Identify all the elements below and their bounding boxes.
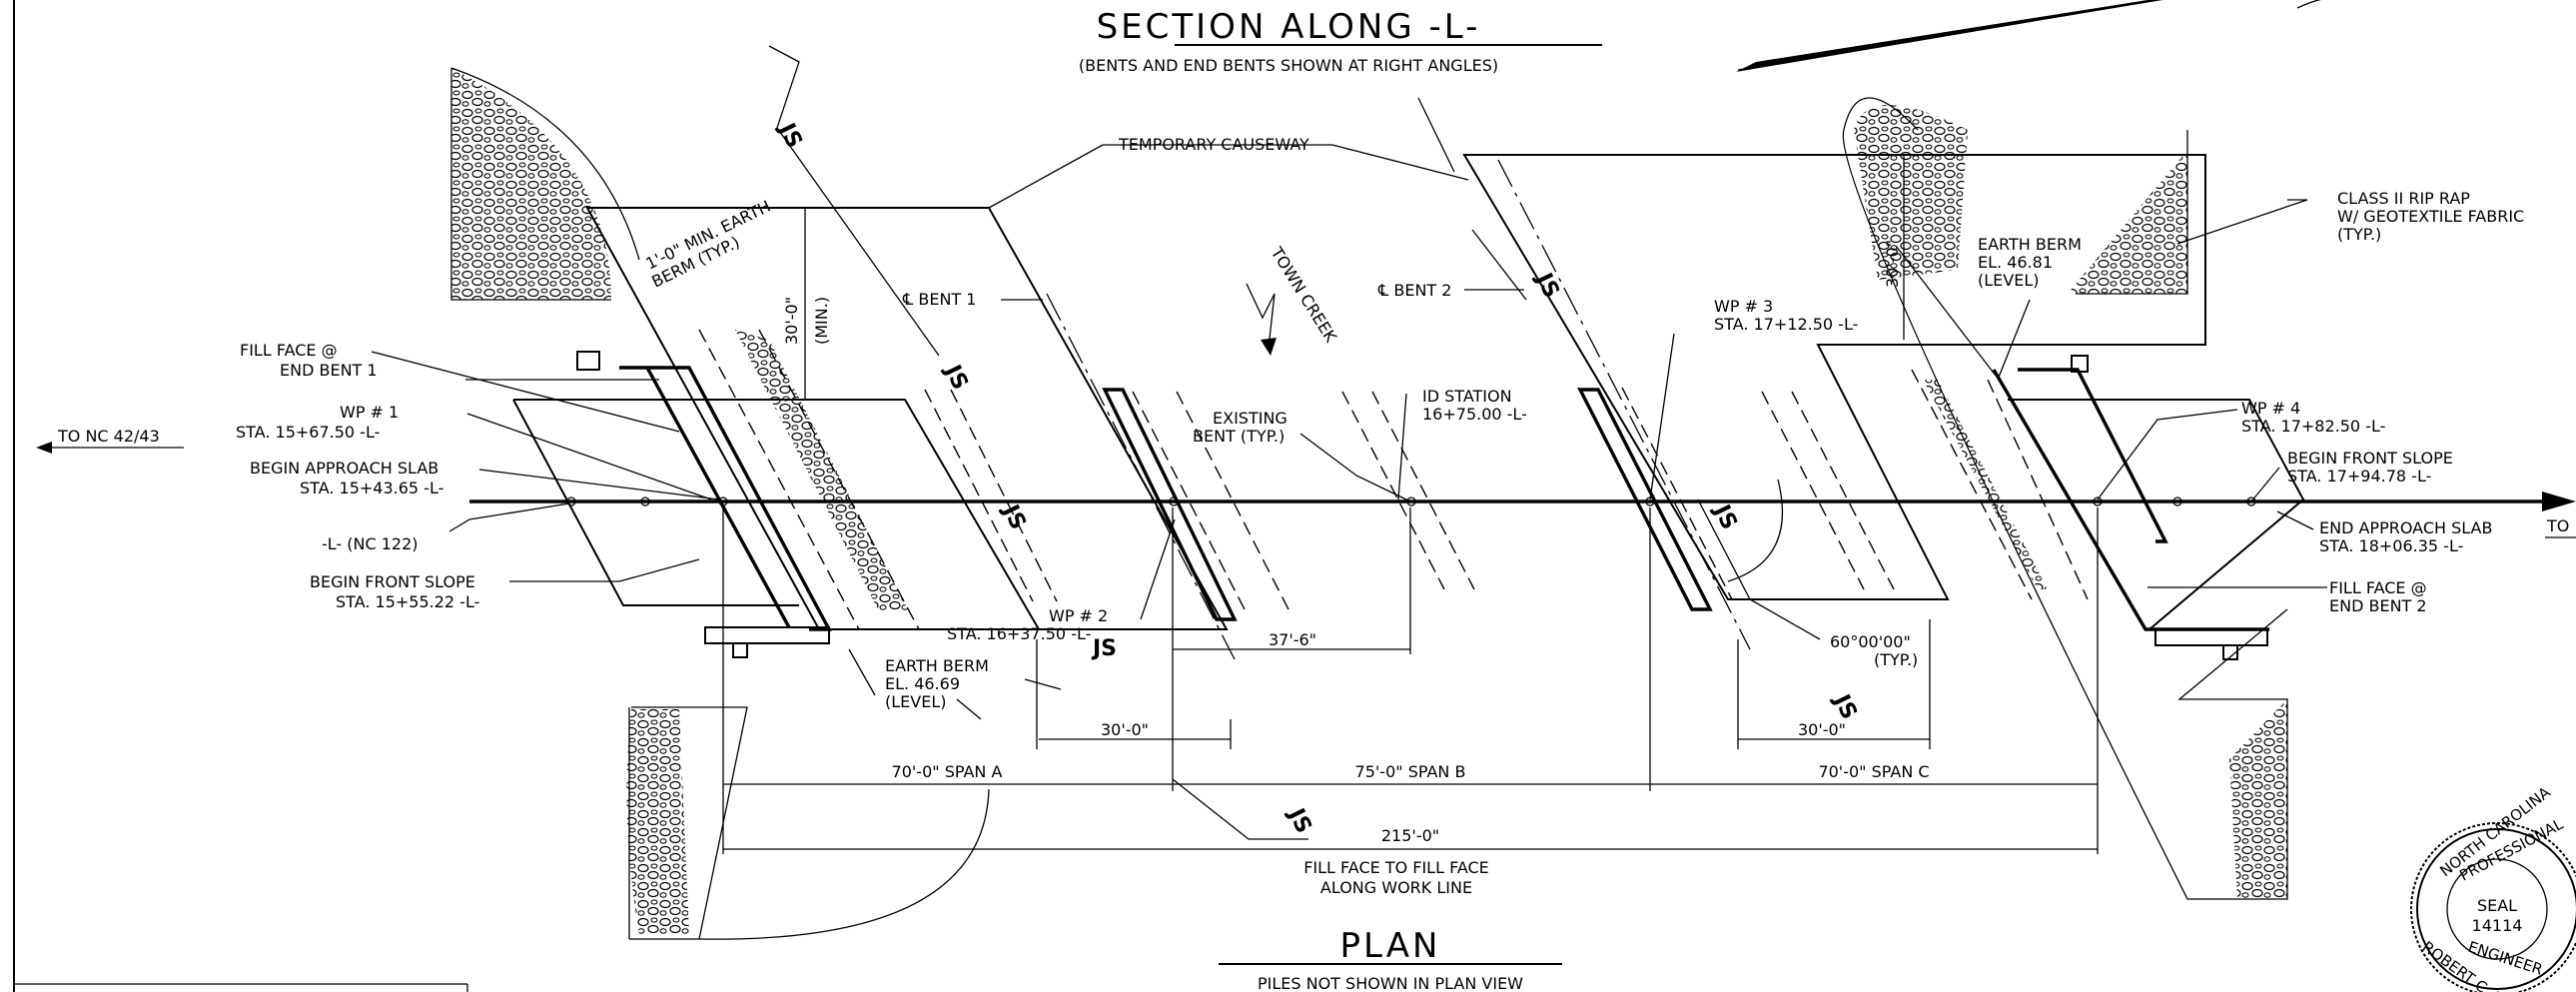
label-cl-bent-1: ℄ BENT 1 [902,290,976,309]
label-earth-berm-r-a: EARTH BERM [1978,235,2082,254]
creek-flow-arrow-icon [1246,283,1276,349]
js-marker: JS [997,499,1031,533]
label-begin-front-slope-r-a: BEGIN FRONT SLOPE [2287,449,2453,468]
section-title-block: SECTION ALONG -L- (BENTS AND END BENTS S… [1079,7,1602,75]
label-dim-30-min-a: 30'-0" [782,297,801,345]
section-title: SECTION ALONG -L- [1097,7,1481,47]
label-temporary-causeway: TEMPORARY CAUSEWAY [1118,135,1309,154]
label-id-station-b: 16+75.00 -L- [1422,405,1527,424]
label-to-right: TO [2546,516,2569,535]
label-angle-a: 60°00'00" [1830,632,1911,651]
label-wp3-b: STA. 17+12.50 -L- [1714,315,1858,334]
label-existing-bent-a: EXISTING [1213,409,1288,428]
labels: TEMPORARY CAUSEWAY 1'-0" MIN. EARTH BERM… [36,135,2576,897]
label-wp3-a: WP # 3 [1714,297,1773,316]
label-town-creek: TOWN CREEK [1267,243,1340,346]
section-note: (BENTS AND END BENTS SHOWN AT RIGHT ANGL… [1079,56,1498,75]
label-earth-berm-r-b: EL. 46.81 [1978,253,2053,272]
plan-title-block: PLAN PILES NOT SHOWN IN PLAN VIEW [1219,926,1562,992]
label-earth-berm-l-b: EL. 46.69 [885,674,960,693]
label-fill-face-1-a: FILL FACE @ [240,341,338,360]
label-earth-berm-l-c: (LEVEL) [885,692,946,711]
js-marker: JS [1828,689,1862,723]
plan-note: PILES NOT SHOWN IN PLAN VIEW [1258,974,1523,992]
sheet-frame [13,0,468,992]
bent-1 [924,293,1289,660]
js-marker: JS [1091,636,1117,661]
label-span-c: 70'-0" SPAN C [1818,762,1929,781]
label-angle-b: (TYP.) [1874,650,1918,669]
right-abutment [1842,97,2305,900]
label-span-b: 75'-0" SPAN B [1355,762,1466,781]
label-span-a: 70'-0" SPAN A [892,762,1003,781]
label-dim-37-6: 37'-6" [1269,630,1316,649]
label-begin-approach-a: BEGIN APPROACH SLAB [250,459,438,478]
north-arrow-icon [1736,0,2322,72]
label-riprap-b: W/ GEOTEXTILE FABRIC [2337,207,2524,226]
label-wp1-a: WP # 1 [340,403,399,422]
label-fill-face-1-b: END BENT 1 [280,361,378,380]
label-wp1-b: STA. 15+67.50 -L- [236,423,380,442]
label-wp2-b: STA. 16+37.50 -L- [947,624,1091,643]
label-fill-face-note-b: ALONG WORK LINE [1320,878,1472,897]
label-riprap-a: CLASS II RIP RAP [2337,189,2470,208]
label-fill-face-2-a: FILL FACE @ [2329,578,2427,597]
label-id-station-a: ID STATION [1422,387,1512,406]
js-marker: JS [773,118,807,152]
label-dim-30-a: 30'-0" [1101,720,1149,739]
label-dim-30-vert: 30'-0" [1883,240,1902,288]
label-total: 215'-0" [1381,826,1439,845]
work-line-l [469,492,2576,511]
label-earth-berm-r-c: (LEVEL) [1978,271,2039,290]
label-existing-bent-b: BENT (TYP.) [1193,427,1285,446]
js-markers: JS JS JS JS JS JS JS JS [773,118,1862,837]
existing-bent [1341,391,1475,590]
label-begin-approach-b: STA. 15+43.65 -L- [300,479,443,497]
label-fill-face-note-a: FILL FACE TO FILL FACE [1303,858,1489,877]
dimensions [722,155,2099,854]
left-abutment [450,67,1229,940]
plan-title: PLAN [1340,926,1441,966]
label-cl-bent-2: ℄ BENT 2 [1377,281,1451,300]
js-marker: JS [1283,803,1316,837]
label-earth-berm-l-a: EARTH BERM [885,656,989,675]
label-begin-front-slope-r-b: STA. 17+94.78 -L- [2287,467,2431,486]
label-l-nc122: -L- (NC 122) [322,534,419,553]
seal-number: 14114 [2472,916,2523,935]
right-causeway [1462,154,2206,650]
label-riprap-c: (TYP.) [2337,225,2381,244]
label-wp4-a: WP # 4 [2241,399,2300,418]
work-points [566,496,2256,506]
engineer-seal: NORTH CAROLINA PROFESSIONAL SEAL 14114 E… [2410,783,2576,992]
label-end-approach-b: STA. 18+06.35 -L- [2319,536,2463,555]
leaders [371,45,2327,840]
js-marker: JS [939,360,973,394]
label-begin-front-slope-l-b: STA. 15+55.22 -L- [336,592,479,611]
label-fill-face-2-b: END BENT 2 [2329,596,2427,615]
label-wp2-a: WP # 2 [1049,606,1108,625]
label-end-approach-a: END APPROACH SLAB [2319,518,2492,537]
label-begin-front-slope-l-a: BEGIN FRONT SLOPE [310,572,475,591]
label-to-nc: TO NC 42/43 [57,427,160,446]
label-dim-30-c: 30'-0" [1798,720,1846,739]
label-wp4-b: STA. 17+82.50 -L- [2241,417,2385,436]
seal-label: SEAL [2477,896,2517,915]
label-dim-30-min-b: (MIN.) [812,297,831,345]
